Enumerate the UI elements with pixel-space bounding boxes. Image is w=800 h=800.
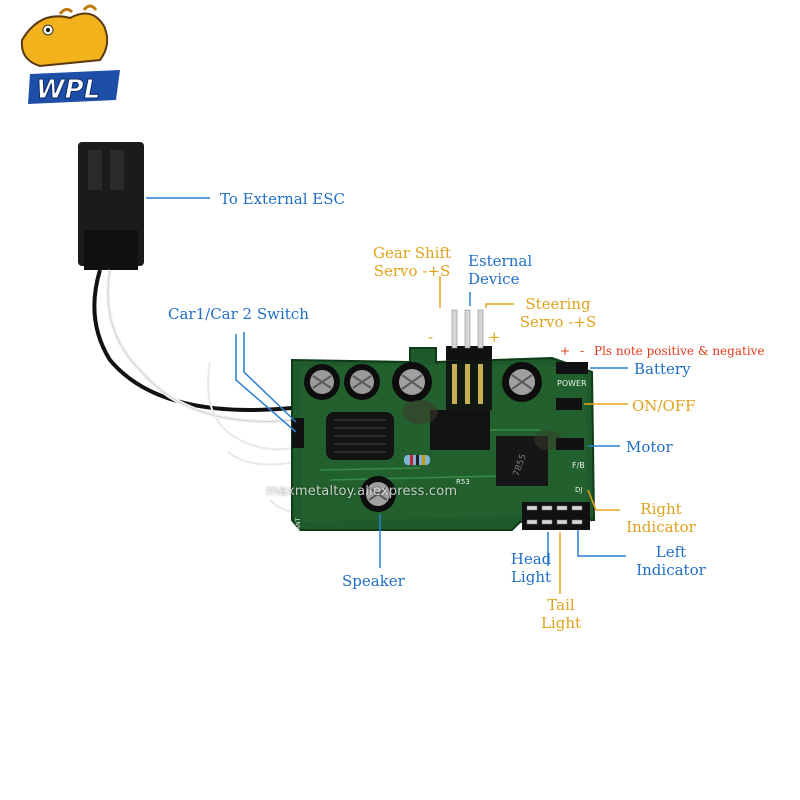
- r53-silk: R53: [456, 478, 470, 486]
- label-battery: Battery: [634, 360, 691, 378]
- capacitor-4: [502, 362, 542, 402]
- label-left-indicator: Left Indicator: [628, 543, 714, 579]
- inductor: [326, 412, 394, 460]
- label-right-indicator-line2: Indicator: [626, 518, 696, 536]
- thin-wire-2: [227, 451, 296, 466]
- light-pin-header: [522, 502, 590, 530]
- esc-connector: [78, 142, 144, 270]
- label-steering-line1: Steering: [525, 295, 591, 313]
- resistor: [404, 455, 430, 465]
- label-motor: Motor: [626, 438, 673, 456]
- label-tail-light-line1: Tail: [547, 596, 575, 614]
- label-left-indicator-line2: Indicator: [636, 561, 706, 579]
- battery-header: [556, 362, 588, 374]
- black-wire: [92, 269, 293, 412]
- capacitor-1: [304, 364, 340, 400]
- battery-plus-sign: +: [560, 344, 571, 358]
- leader-car-switch: [243, 332, 297, 423]
- pcb-board: 7855 POWER F/B R53 ANT DJ: [291, 347, 596, 531]
- label-right-indicator-line1: Right: [640, 500, 682, 518]
- servo-pin-header: [446, 309, 492, 410]
- label-external-device: Esternal Device: [468, 252, 532, 288]
- label-gear-shift-line2: Servo -+S: [373, 262, 451, 280]
- label-steering-line2: Servo -+S: [519, 313, 597, 331]
- pin-plus-sign: +: [488, 328, 501, 346]
- dj-silk: DJ: [575, 486, 582, 494]
- label-external-device-line2: Device: [468, 270, 520, 288]
- fb-silk: F/B: [572, 461, 585, 470]
- capacitor-3: [392, 362, 432, 402]
- label-head-light-line2: Light: [510, 568, 552, 586]
- label-tail-light: Tail Light: [530, 596, 592, 632]
- svg-text:WPL: WPL: [36, 75, 100, 105]
- motor-header: [556, 438, 584, 450]
- power-silk: POWER: [557, 379, 587, 388]
- white-wire: [106, 269, 297, 424]
- leader-car-switch-2: [235, 334, 297, 433]
- leader-steering: [485, 303, 514, 308]
- label-speaker: Speaker: [342, 572, 405, 590]
- battery-minus-sign: -: [580, 344, 585, 358]
- white-wire-edge: [107, 269, 297, 422]
- label-head-light: Head Light: [500, 550, 562, 586]
- label-steering: Steering Servo -+S: [518, 295, 598, 331]
- leader-left-indicator: [577, 530, 626, 557]
- onoff-header: [556, 398, 582, 410]
- label-to-external-esc: To External ESC: [220, 190, 345, 208]
- capacitor-5: [360, 476, 396, 512]
- capacitor-2: [344, 364, 380, 400]
- thin-wire-1: [207, 361, 301, 451]
- label-car-switch: Car1/Car 2 Switch: [168, 305, 309, 323]
- leader-right-indicator: [587, 489, 620, 511]
- pin-minus-sign: -: [428, 328, 434, 346]
- switch-header: [292, 418, 304, 448]
- wpl-logo: WPL MODEL: [20, 4, 120, 106]
- label-head-light-line1: Head: [510, 550, 552, 568]
- label-tail-light-line2: Light: [540, 614, 582, 632]
- main-ic: [430, 410, 490, 450]
- polarity-note: Pls note positive & negative: [594, 344, 765, 358]
- label-right-indicator: Right Indicator: [618, 500, 704, 536]
- svg-text:MODEL: MODEL: [90, 72, 115, 80]
- label-gear-shift-line1: Gear Shift: [372, 244, 452, 262]
- label-left-indicator-line1: Left: [655, 543, 687, 561]
- watermark: maxmetaltoy.aliexpress.com: [266, 484, 458, 499]
- label-external-device-line1: Esternal: [468, 252, 533, 270]
- label-gear-shift: Gear Shift Servo -+S: [362, 244, 462, 280]
- label-on-off: ON/OFF: [632, 397, 696, 415]
- ant-silk: ANT: [295, 517, 302, 530]
